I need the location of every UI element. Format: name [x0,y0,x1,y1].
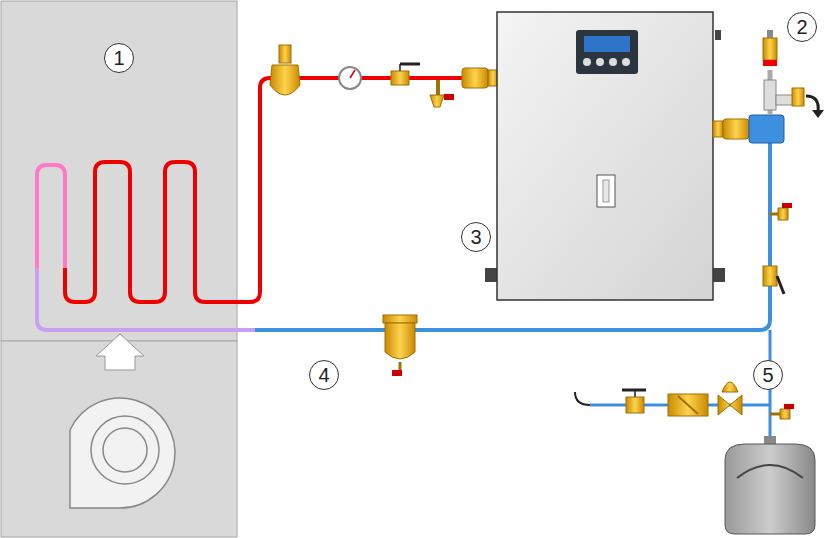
electric-boiler [485,12,725,300]
air-separator [270,45,300,95]
drain-valve [770,203,792,220]
callout-number: 4 [309,360,339,390]
relief-and-vent [763,30,824,118]
drain-valve [430,80,454,107]
callout-number: 1 [104,43,134,73]
supply-hose [575,392,590,405]
callout-number: 2 [787,12,817,42]
callout-text: 2 [796,17,807,37]
circulator-pump [749,115,784,143]
callout-text: 1 [113,48,124,68]
callout-number: 3 [461,222,491,252]
union [713,119,749,139]
union [462,68,498,88]
dirt-separator [383,315,417,376]
callout-text: 4 [318,365,329,385]
expansion-tank [725,436,815,534]
pressure-gauge [339,67,361,89]
callout-number: 5 [753,360,783,390]
heating-coil [37,78,490,330]
callout-text: 5 [762,365,773,385]
ball-valve [391,64,420,85]
ball-valve [763,266,784,294]
callout-text: 3 [470,227,481,247]
